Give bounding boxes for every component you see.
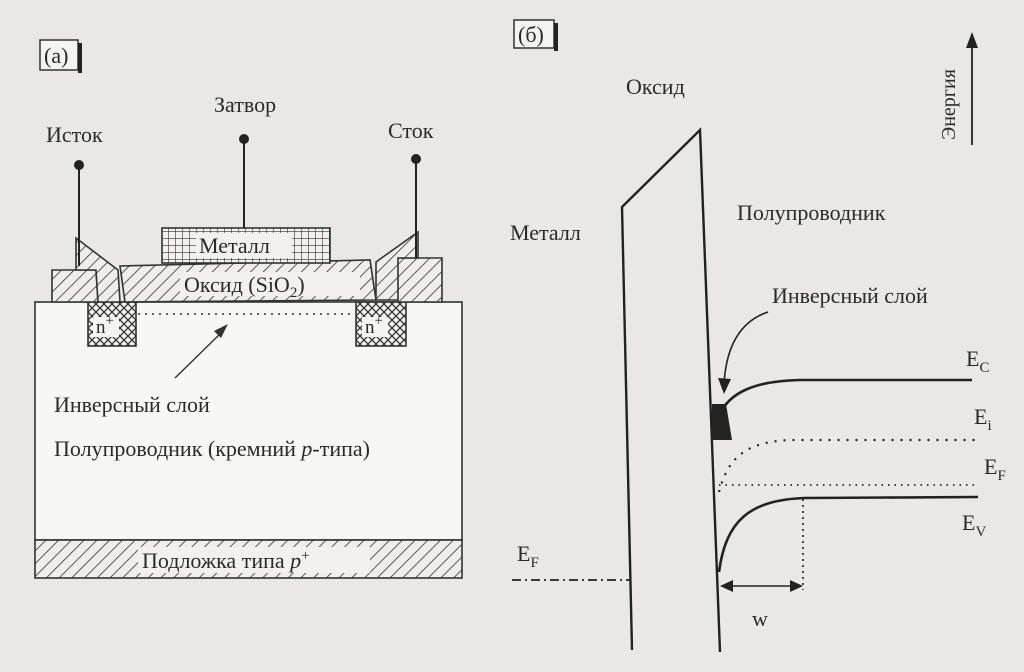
ec-label: EC [966,346,989,376]
intrinsic-level [717,438,975,493]
inversion-charge [712,404,732,440]
panel-b: (б) Оксид Металл Полупроводник Инверсный… [510,19,1006,653]
energy-axis-arrow [966,32,978,48]
band-semiconductor-label: Полупроводник [737,200,886,225]
drain-n-label: n+ [365,313,383,338]
oxide-band-outline [620,127,722,653]
drain-oxide-pad [395,257,443,303]
energy-label: Энергия [938,69,960,140]
band-inversion-label: Инверсный слой [772,283,928,308]
panel-a-label-box [39,39,79,71]
drain-label: Сток [388,118,434,143]
ef-label: EF [984,454,1006,484]
source-label: Исток [46,122,103,147]
source-n-label: n+ [96,313,114,338]
source-contact [75,236,121,303]
band-inversion-arrow [723,311,769,385]
inversion-arrow-shaft [174,331,223,379]
panel-b-label: (б) [518,22,544,47]
source-oxide-pad [51,269,99,303]
inversion-label: Инверсный слой [54,392,210,417]
ev-label: EV [962,510,986,540]
source-terminal [74,160,84,170]
panel-b-label-box [513,19,555,49]
width-arrow-right [790,580,803,592]
gate-terminal [239,134,249,144]
conduction-band-edge [717,378,972,416]
drain-contact [375,230,419,301]
band-metal-label: Металл [510,220,581,245]
semiconductor-label: Полупроводник (кремний p-типа) [54,436,370,461]
panel-a-label: (а) [44,43,68,68]
gate-label: Затвор [214,92,276,117]
metal-label: Металл [199,233,270,258]
width-arrow-left [720,580,733,592]
band-inversion-arrow-head [718,378,731,394]
width-label: w [752,606,768,631]
panel-a: (а) Подложка типа p+ n+ n+ Оксид (SiO2) … [34,39,463,579]
oxide-label: Оксид (SiO2) [184,272,305,301]
valence-band-edge [717,495,979,573]
inversion-arrow-head [214,324,228,338]
band-oxide-label: Оксид [626,74,685,99]
ei-label: Ei [974,404,992,434]
substrate-label: Подложка типа p+ [142,548,310,573]
ef-metal-label: EF [517,541,539,571]
drain-terminal [411,154,421,164]
